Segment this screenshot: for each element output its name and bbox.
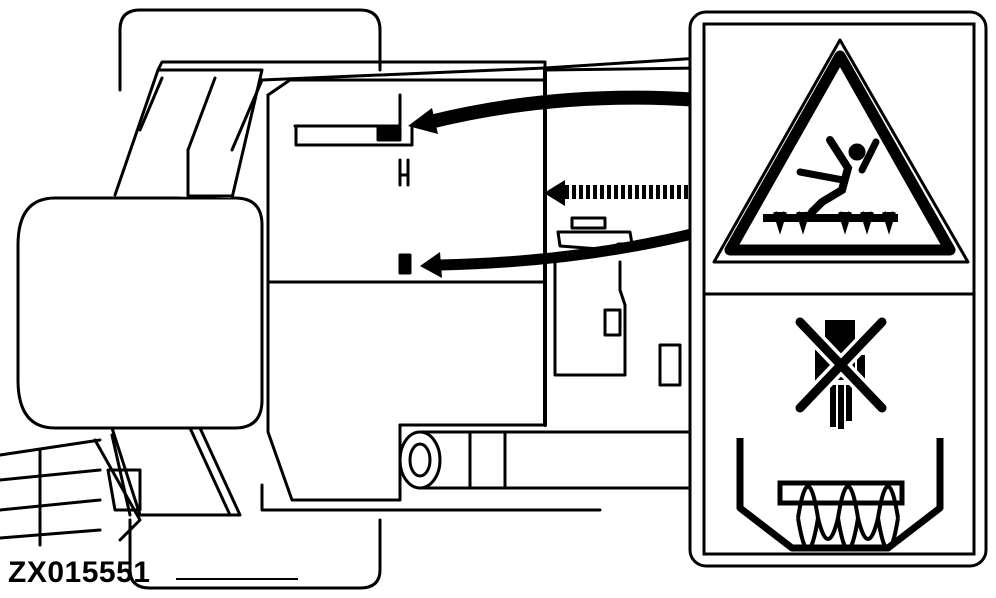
safety-decal — [688, 10, 988, 568]
callout-arrows — [408, 90, 702, 278]
arrow-upper-head — [408, 108, 438, 134]
no-hand-icon — [794, 316, 888, 429]
arrow-upper — [428, 90, 701, 129]
lower-decal-location — [398, 253, 412, 275]
auger-hopper-icon — [736, 438, 944, 552]
auger-blade-icon — [763, 211, 898, 235]
front-tire-bottom — [128, 518, 382, 590]
hopper-body — [156, 56, 702, 512]
person-falling-icon — [796, 136, 880, 216]
access-ladder — [0, 438, 142, 547]
rear-axle — [398, 430, 702, 490]
warning-triangle-icon — [712, 38, 970, 264]
arrow-lower — [439, 226, 702, 271]
upper-fender — [113, 68, 264, 200]
arrow-lower-head — [420, 252, 442, 278]
caption-leader-line — [176, 578, 298, 580]
figure-id-label: ZX015551 — [8, 556, 151, 589]
front-tire-top — [118, 8, 382, 92]
arrow-dashed-head — [544, 180, 565, 206]
upper-decal-location — [293, 93, 414, 187]
lower-fender — [110, 426, 242, 517]
front-drum — [16, 196, 264, 430]
